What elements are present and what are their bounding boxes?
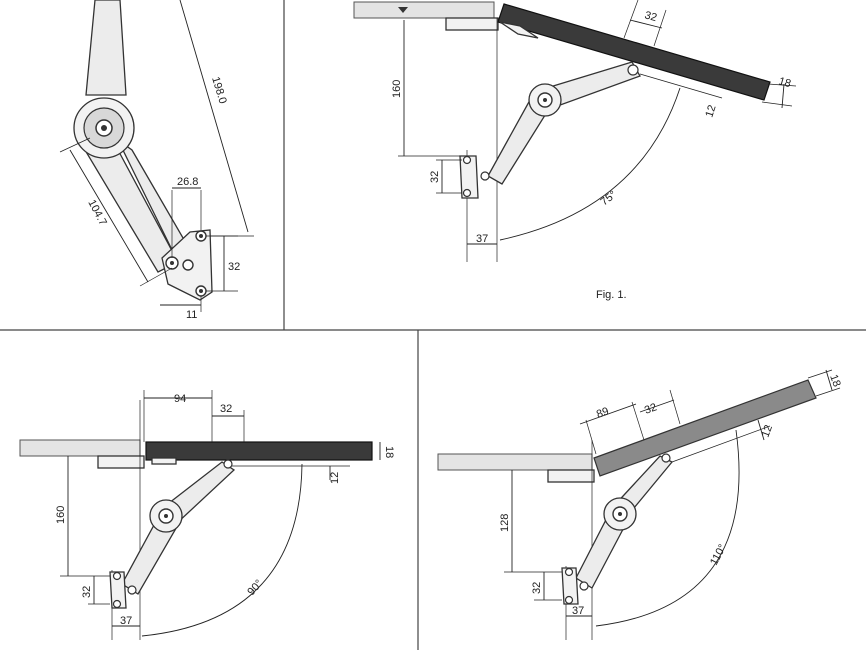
dim-104-7: 104.7 (85, 198, 109, 228)
dim-12: 12 (703, 104, 718, 119)
fig-90-panel: 94 32 18 12 160 32 90° 37 (19, 390, 395, 640)
dim-32-top: 32 (643, 401, 659, 416)
dim-37: 37 (572, 605, 584, 617)
dim-160: 160 (55, 506, 67, 524)
dim-94: 94 (174, 393, 186, 405)
dim-12: 12 (329, 472, 341, 484)
dim-37: 37 (476, 233, 488, 245)
dim-18: 18 (383, 446, 395, 458)
detail-hinge-panel: 198.0 104.7 26.8 32 11 (59, 0, 254, 321)
dim-11: 11 (186, 309, 197, 321)
dim-18: 18 (827, 373, 842, 389)
dim-18: 18 (777, 75, 792, 90)
dim-32-bracket: 32 (429, 171, 441, 183)
dim-32-top: 32 (220, 403, 232, 415)
dim-26-8: 26.8 (177, 176, 198, 188)
dim-37: 37 (120, 615, 132, 627)
fig1-75-panel: 32 160 32 18 12 75° 37 Fig. 1. (353, 0, 797, 301)
angle-75: 75° (598, 189, 619, 209)
figure-caption: Fig. 1. (596, 289, 627, 301)
dim-32-bracket: 32 (81, 586, 93, 598)
angle-110: 110° (708, 542, 729, 567)
dim-89: 89 (595, 405, 611, 420)
fig-110-panel: 89 32 18 12 128 32 110° 37 (437, 369, 843, 640)
dim-32: 32 (228, 261, 240, 273)
dim-128: 128 (499, 514, 511, 532)
dim-198: 198.0 (209, 75, 229, 105)
dim-12: 12 (760, 423, 775, 439)
dim-160: 160 (391, 80, 403, 98)
dim-32-top: 32 (643, 9, 658, 24)
dim-32-bracket: 32 (531, 582, 543, 594)
angle-90: 90° (245, 578, 265, 598)
